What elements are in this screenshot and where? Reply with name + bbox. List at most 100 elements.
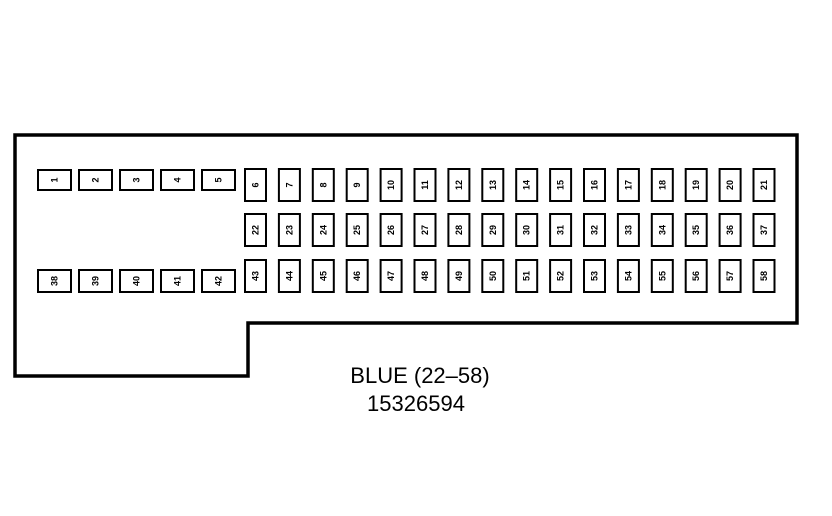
pin-11: 11 [413, 168, 437, 202]
pin-cavity [515, 259, 539, 293]
pin-12: 12 [447, 168, 471, 202]
pin-cavity [515, 168, 539, 202]
pin-18: 18 [650, 168, 674, 202]
pin-15: 15 [549, 168, 573, 202]
pin-cavity [345, 259, 369, 293]
pin-22: 22 [244, 213, 267, 247]
pin-cavity [752, 168, 776, 202]
pin-16: 16 [583, 168, 606, 202]
pin-cavity [752, 259, 776, 293]
pin-number-label: 51 [522, 271, 532, 281]
pin-10: 10 [379, 168, 403, 202]
pin-cavity [78, 169, 113, 191]
pin-cavity [650, 213, 674, 247]
pin-number-label: 24 [318, 225, 328, 235]
pin-36: 36 [718, 213, 742, 247]
pin-cavity [345, 168, 369, 202]
pin-number-label: 39 [91, 276, 101, 286]
pin-3: 3 [119, 169, 154, 191]
pin-31: 31 [549, 213, 573, 247]
pin-number-label: 41 [173, 276, 183, 286]
pin-number-label: 35 [691, 225, 701, 235]
pin-cavity [311, 213, 335, 247]
pin-27: 27 [413, 213, 437, 247]
pin-number-label: 55 [657, 271, 667, 281]
pin-number-label: 45 [318, 271, 328, 281]
pin-cavity [345, 213, 369, 247]
pin-number-label: 12 [454, 180, 464, 190]
pin-cavity [201, 269, 236, 293]
pin-cavity [583, 168, 606, 202]
pin-50: 50 [481, 259, 505, 293]
pin-number-label: 17 [623, 180, 633, 190]
pin-cavity [718, 168, 742, 202]
pin-number-label: 58 [759, 271, 769, 281]
pin-number-label: 44 [284, 271, 294, 281]
connector-part-number: 15326594 [367, 391, 465, 416]
pin-number-label: 7 [284, 182, 294, 187]
pin-cavity [616, 259, 640, 293]
pin-29: 29 [481, 213, 505, 247]
pin-cavity [718, 213, 742, 247]
pin-cavity [119, 269, 154, 293]
pin-cavity [650, 168, 674, 202]
pin-34: 34 [650, 213, 674, 247]
pin-37: 37 [752, 213, 776, 247]
pin-number-label: 20 [725, 180, 735, 190]
pin-number-label: 42 [214, 276, 224, 286]
pin-number-label: 22 [251, 225, 261, 235]
pin-19: 19 [684, 168, 708, 202]
pin-cavity [650, 259, 674, 293]
pin-number-label: 8 [318, 182, 328, 187]
pin-53: 53 [583, 259, 606, 293]
pin-cavity [447, 259, 471, 293]
pin-25: 25 [345, 213, 369, 247]
pin-55: 55 [650, 259, 674, 293]
pin-number-label: 5 [214, 177, 224, 182]
pin-35: 35 [684, 213, 708, 247]
pin-number-label: 31 [556, 225, 566, 235]
pin-number-label: 30 [522, 225, 532, 235]
pin-49: 49 [447, 259, 471, 293]
pin-45: 45 [311, 259, 335, 293]
pin-cavity [311, 168, 335, 202]
pin-cavity [413, 213, 437, 247]
pin-23: 23 [277, 213, 301, 247]
pin-4: 4 [160, 169, 195, 191]
pin-47: 47 [379, 259, 403, 293]
pin-number-label: 47 [386, 271, 396, 281]
pin-1: 1 [37, 169, 72, 191]
pin-cavity [37, 269, 72, 293]
pin-26: 26 [379, 213, 403, 247]
pin-number-label: 40 [132, 276, 142, 286]
pin-number-label: 34 [657, 225, 667, 235]
pin-number-label: 11 [420, 180, 430, 190]
pin-number-label: 50 [488, 271, 498, 281]
pin-52: 52 [549, 259, 573, 293]
pin-number-label: 2 [91, 177, 101, 182]
pin-number-label: 32 [590, 225, 600, 235]
pin-cavity [244, 259, 267, 293]
pin-44: 44 [277, 259, 301, 293]
pin-7: 7 [277, 168, 301, 202]
pin-32: 32 [583, 213, 606, 247]
pin-cavity [515, 213, 539, 247]
pin-cavity [119, 169, 154, 191]
pin-cavity [244, 168, 267, 202]
pin-number-label: 15 [556, 180, 566, 190]
pin-cavity [583, 259, 606, 293]
pin-number-label: 54 [623, 271, 633, 281]
pin-51: 51 [515, 259, 539, 293]
pin-number-label: 49 [454, 271, 464, 281]
pin-cavity [379, 168, 403, 202]
pin-cavity [481, 213, 505, 247]
pin-cavity [549, 259, 573, 293]
pin-number-label: 36 [725, 225, 735, 235]
pin-number-label: 26 [386, 225, 396, 235]
pin-cavity [277, 259, 301, 293]
pin-cavity [244, 213, 267, 247]
pin-cavity [684, 168, 708, 202]
pin-46: 46 [345, 259, 369, 293]
